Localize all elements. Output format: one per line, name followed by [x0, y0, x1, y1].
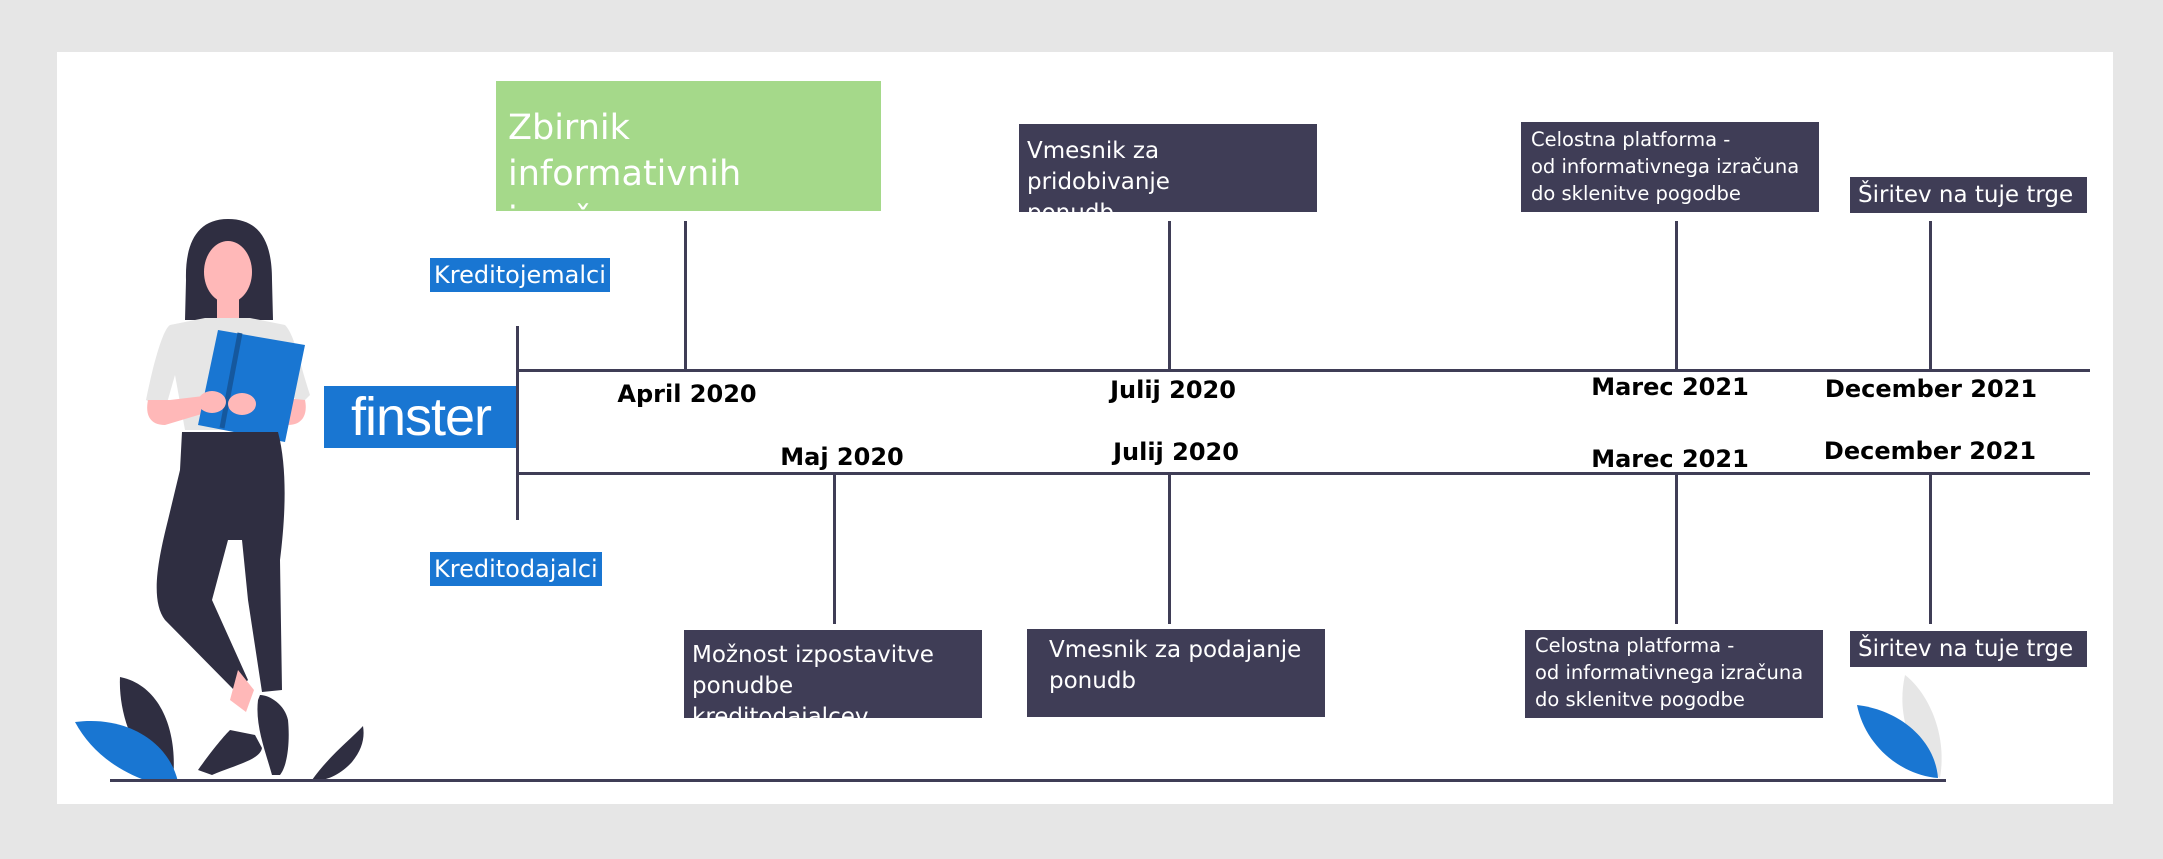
milestone-bottom-3-text: Celostna platforma - od informativnega i… — [1535, 634, 1804, 711]
milestone-top-3-text: Celostna platforma - od informativnega i… — [1531, 128, 1800, 205]
timeline-top — [516, 369, 2090, 372]
connector-bottom-4 — [1929, 474, 1932, 624]
connector-top-2 — [1168, 221, 1171, 371]
date-top-2: Julij 2020 — [1110, 376, 1236, 404]
leaf-dark-right — [312, 726, 364, 781]
date-bottom-4: December 2021 — [1823, 437, 2037, 465]
connector-bottom-2 — [1168, 474, 1171, 624]
milestone-top-4-text: Širitev na tuje trge — [1858, 182, 2074, 208]
milestone-bottom-1-text: Možnost izpostavitve ponudbe kreditodaja… — [692, 642, 934, 730]
leaf-blue-right — [1857, 705, 1938, 778]
milestone-bottom-4: Širitev na tuje trge — [1850, 631, 2087, 667]
shoe-left — [198, 730, 262, 775]
milestone-top-2-text: Vmesnik za pridobivanje ponudb — [1027, 138, 1170, 226]
finster-logo: finster — [324, 386, 518, 448]
milestone-bottom-4-text: Širitev na tuje trge — [1858, 636, 2074, 662]
milestone-top-2: Vmesnik za pridobivanje ponudb — [1019, 124, 1317, 226]
connector-top-4 — [1929, 221, 1932, 371]
ground-line — [110, 779, 1946, 782]
milestone-bottom-2-text: Vmesnik za podajanje ponudb — [1049, 637, 1302, 694]
timeline-bottom — [516, 472, 2090, 475]
connector-bottom-3 — [1675, 474, 1678, 624]
date-top-4: December 2021 — [1824, 375, 2038, 403]
date-bottom-2: Julij 2020 — [1113, 438, 1239, 466]
milestone-top-4: Širitev na tuje trge — [1850, 177, 2087, 213]
woman-illustration — [75, 219, 364, 782]
leaf-blue-left — [75, 720, 178, 782]
milestone-top-1-text: Zbirnik informativnih izračunov — [508, 108, 742, 240]
logo-text: finster — [350, 387, 492, 447]
shoe-right — [257, 695, 289, 775]
connector-top-1 — [684, 221, 687, 371]
milestone-bottom-2: Vmesnik za podajanje ponudb — [1027, 629, 1325, 717]
date-top-1: April 2020 — [617, 380, 757, 408]
label-kreditojemalci: Kreditojemalci — [430, 258, 610, 292]
label-kreditodajalci: Kreditodajalci — [430, 552, 602, 586]
connector-top-3 — [1675, 221, 1678, 371]
milestone-top-3: Celostna platforma - od informativnega i… — [1521, 122, 1819, 212]
milestone-bottom-1: Možnost izpostavitve ponudbe kreditodaja… — [684, 630, 982, 730]
milestone-bottom-3: Celostna platforma - od informativnega i… — [1525, 630, 1823, 718]
date-bottom-1: Maj 2020 — [780, 443, 904, 471]
leaves-right-illustration — [1857, 675, 1942, 778]
milestone-top-1: Zbirnik informativnih izračunov — [496, 81, 881, 240]
date-top-3: Marec 2021 — [1591, 373, 1749, 401]
pants-shape — [156, 432, 285, 692]
connector-bottom-1 — [833, 474, 836, 624]
leaf-grey-right — [1902, 675, 1942, 778]
face-shape — [204, 241, 252, 303]
date-bottom-3: Marec 2021 — [1591, 445, 1749, 473]
axis-vertical — [516, 326, 519, 520]
